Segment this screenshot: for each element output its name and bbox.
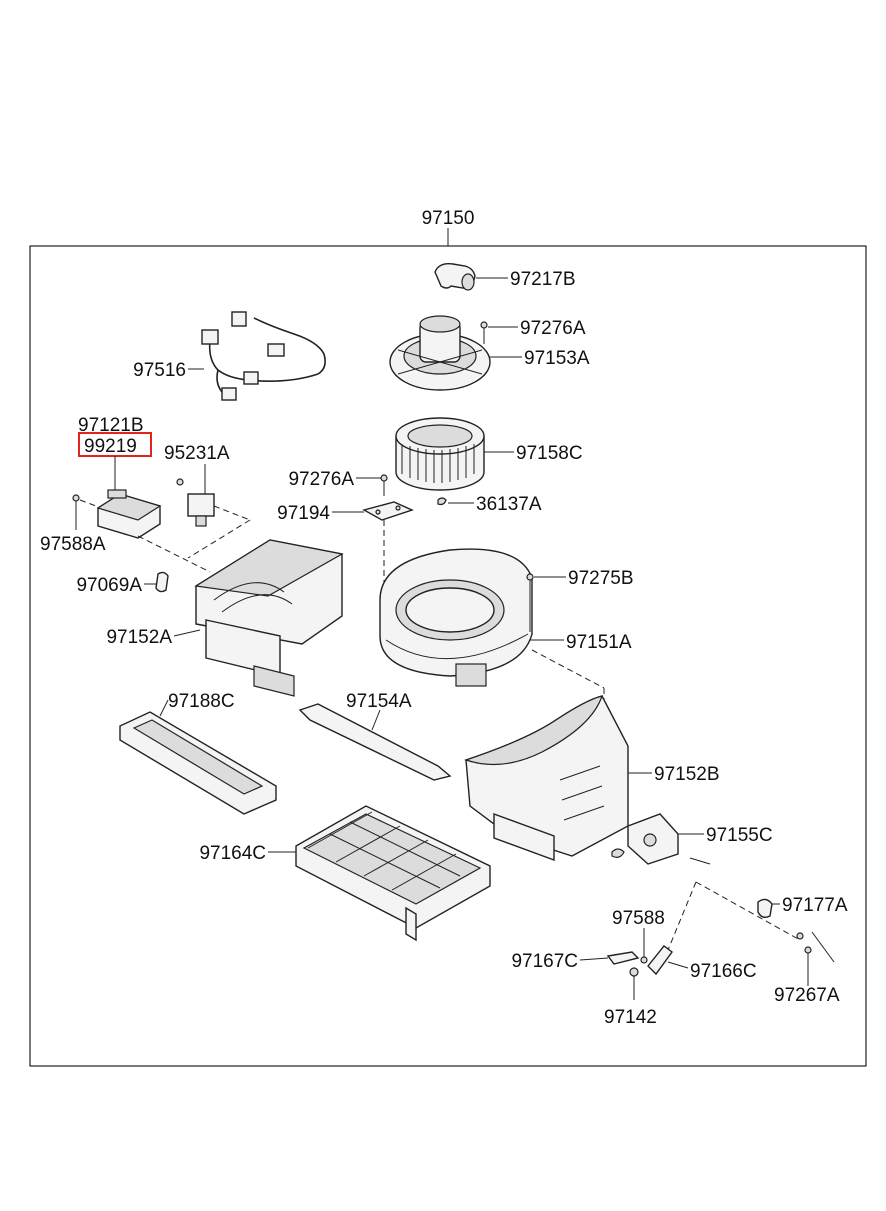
filter-tray-97164C[interactable]	[295, 805, 491, 942]
label-97217B[interactable]: 97217B	[510, 269, 576, 290]
label-97166C[interactable]: 97166C	[690, 961, 757, 982]
blower-motor-97153A[interactable]	[389, 315, 491, 391]
filter-frame-97188C[interactable]	[119, 711, 277, 815]
label-97150[interactable]: 97150	[422, 208, 475, 229]
label-36137A[interactable]: 36137A	[476, 494, 542, 515]
clip-36137A[interactable]	[437, 497, 447, 506]
screw-97588A[interactable]	[72, 494, 80, 530]
screw-97276A-mid[interactable]	[380, 474, 388, 496]
actuator-97155C[interactable]	[611, 813, 711, 865]
fan-wheel-97158C[interactable]	[395, 417, 485, 491]
lever-97167C[interactable]	[606, 951, 648, 965]
link-97166C[interactable]	[647, 945, 673, 976]
label-97154A[interactable]: 97154A	[346, 691, 412, 712]
blower-case-97151A[interactable]	[379, 548, 533, 687]
label-97155C[interactable]: 97155C	[706, 825, 773, 846]
label-97588A[interactable]: 97588A	[40, 534, 106, 555]
screw-97275B[interactable]	[526, 573, 534, 632]
label-97276A-mid[interactable]: 97276A	[288, 469, 354, 490]
label-97121B[interactable]: 97121B	[78, 415, 144, 436]
seal-97154A[interactable]	[298, 703, 452, 781]
label-97152B[interactable]: 97152B	[654, 764, 720, 785]
label-97194[interactable]: 97194	[277, 503, 330, 524]
screw-97276A-top[interactable]	[480, 321, 488, 344]
intake-case-97152B[interactable]	[464, 695, 629, 862]
label-97188C[interactable]: 97188C	[168, 691, 235, 712]
label-97588[interactable]: 97588	[612, 908, 665, 929]
clip-97177A[interactable]	[757, 898, 773, 919]
clip-97069A[interactable]	[155, 571, 169, 593]
bracket-97194[interactable]	[362, 501, 414, 521]
label-97069A[interactable]: 97069A	[76, 575, 142, 596]
label-97275B[interactable]: 97275B	[568, 568, 634, 589]
label-97158C[interactable]: 97158C	[516, 443, 583, 464]
label-95231A[interactable]: 95231A	[164, 443, 230, 464]
relay-95231A[interactable]	[176, 478, 215, 527]
hose-connector-97217B[interactable]	[434, 262, 476, 291]
label-97177A[interactable]: 97177A	[782, 895, 848, 916]
resistor-99219[interactable]	[96, 489, 162, 539]
label-97276A-top[interactable]: 97276A	[520, 318, 586, 339]
label-99219[interactable]: 99219	[84, 436, 137, 457]
label-97151A[interactable]: 97151A	[566, 632, 632, 653]
wiring-harness-97516[interactable]	[201, 311, 326, 401]
intake-case-97152A[interactable]	[194, 539, 344, 697]
rod-97267A[interactable]	[796, 931, 835, 963]
label-97153A[interactable]: 97153A	[524, 348, 590, 369]
label-97164C[interactable]: 97164C	[199, 843, 266, 864]
label-97152A[interactable]: 97152A	[106, 627, 172, 648]
washer-97142[interactable]	[629, 967, 639, 977]
label-97267A[interactable]: 97267A	[774, 985, 840, 1006]
label-97167C[interactable]: 97167C	[511, 951, 578, 972]
label-97142[interactable]: 97142	[604, 1007, 657, 1028]
label-97516[interactable]: 97516	[133, 360, 186, 381]
